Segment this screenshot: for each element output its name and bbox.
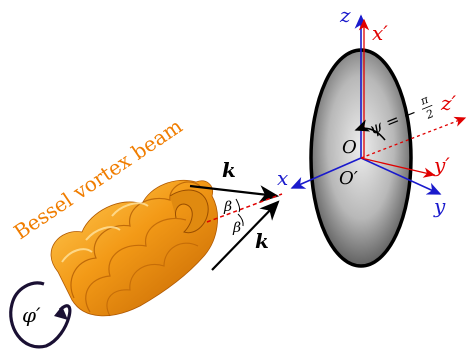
phi-label: φ′ (22, 303, 41, 327)
z-axis-label: z (339, 3, 351, 27)
k-bottom-arrow (211, 200, 280, 271)
y-prime-axis-label: y′ (433, 153, 450, 177)
y-prime-axis (360, 157, 436, 178)
origin-prime-label: O′ (339, 168, 358, 189)
psi-frac-num: π (418, 93, 431, 108)
k-top-arrow (189, 184, 280, 203)
x-axis-label: x (277, 166, 288, 190)
k-top-label: k (222, 158, 236, 182)
coordinate-axes (290, 14, 467, 195)
x-axis (290, 157, 362, 189)
bessel-vortex-beam (50, 179, 218, 317)
phi-rotation-indicator (9, 281, 72, 349)
phi-arrow (9, 281, 72, 349)
beta-arc-top (235, 198, 241, 213)
y-axis (360, 157, 442, 195)
z-prime-axis-label: z′ (440, 91, 457, 115)
beta-top-label: β (223, 199, 232, 215)
psi-frac-den: 2 (423, 107, 435, 122)
k-bottom-label: k (255, 229, 269, 253)
beam-axis-dashed (206, 193, 283, 223)
wave-vectors (189, 184, 283, 271)
beta-bottom-label: β (232, 220, 241, 236)
y-axis-label: y (433, 194, 446, 218)
beta-arc-bottom (237, 213, 244, 227)
z-prime-axis (360, 116, 467, 159)
psi-rotation-arrow (354, 119, 386, 141)
x-prime-axis-label: x′ (372, 21, 388, 45)
origin-label: O (342, 137, 357, 158)
